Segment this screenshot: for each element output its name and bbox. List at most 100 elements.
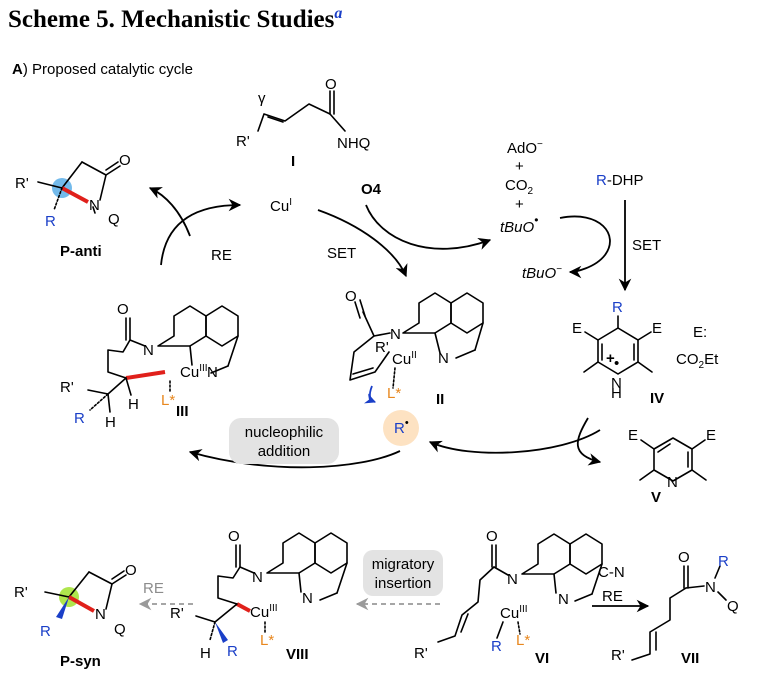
svg-text:R: R: [40, 623, 51, 640]
svg-text:H: H: [105, 414, 116, 431]
svg-text:N: N: [390, 326, 401, 343]
svg-text:R': R': [375, 339, 389, 356]
intermediate-II: O N N R' CuII L* II: [345, 288, 484, 408]
svg-text:L*: L*: [387, 385, 401, 402]
svg-text:N: N: [89, 197, 100, 214]
svg-text:L*: L*: [260, 632, 274, 649]
svg-text:+: +: [606, 350, 615, 367]
svg-text:H: H: [128, 396, 139, 413]
svg-text:Q: Q: [114, 621, 126, 638]
svg-text:R: R: [74, 410, 85, 427]
svg-text:tBuO−: tBuO−: [522, 264, 562, 282]
svg-text:Q: Q: [108, 211, 120, 228]
svg-text:N: N: [667, 474, 678, 491]
svg-text:N: N: [302, 590, 313, 607]
svg-text:NHQ: NHQ: [337, 135, 370, 152]
intermediate-III: O N CuIII N R' R H H L* III: [60, 301, 239, 431]
arrow-III-to-Cu: [160, 198, 242, 266]
product-P-syn: R' R O N Q P-syn: [14, 562, 137, 670]
re-bottom-label: RE: [602, 588, 623, 605]
svg-text:CuIII: CuIII: [180, 363, 208, 381]
svg-text:E: E: [706, 427, 716, 444]
intermediate-VIII: O N CuIII N R' H R L* VIII: [170, 528, 348, 663]
svg-text:AdO−: AdO−: [507, 139, 543, 157]
oxidant-o4: O4: [361, 181, 382, 198]
svg-text:CuII: CuII: [392, 350, 417, 368]
svg-text:N: N: [558, 591, 569, 608]
svg-text:nucleophilic: nucleophilic: [245, 424, 324, 441]
svg-text:CuIII: CuIII: [500, 604, 528, 622]
svg-text:O: O: [125, 562, 137, 579]
svg-text:N: N: [438, 350, 449, 367]
section-title: A) Proposed catalytic cycle: [12, 61, 193, 78]
svg-text:R: R: [227, 643, 238, 660]
svg-text:migratory: migratory: [372, 556, 435, 573]
svg-text:O: O: [678, 549, 690, 566]
svg-text:+: +: [515, 196, 524, 213]
re-gray-label: RE: [143, 580, 164, 597]
arrow-IV-to-V: [576, 417, 602, 466]
svg-text:R: R: [491, 638, 502, 655]
set-left-label: SET: [327, 245, 356, 262]
svg-text:P-anti: P-anti: [60, 243, 102, 260]
svg-text:CO2Et: CO2Et: [676, 351, 719, 371]
svg-text:CO2: CO2: [505, 177, 534, 197]
svg-text:R': R': [60, 379, 74, 396]
set-right-label: SET: [632, 237, 661, 254]
svg-text:III: III: [176, 403, 189, 420]
svg-text:R•: R•: [394, 417, 409, 437]
svg-text:V: V: [651, 489, 661, 506]
arrow-radical-release: [428, 429, 601, 454]
svg-text:tBuO•: tBuO•: [500, 213, 538, 236]
svg-text:R': R': [611, 647, 625, 664]
svg-text:•: •: [614, 355, 619, 372]
cn-label: C-N: [598, 564, 625, 581]
svg-text:O: O: [228, 528, 240, 545]
intermediate-VI: O N CuIII N R L* R' VI: [414, 528, 603, 667]
svg-text:H: H: [200, 645, 211, 662]
svg-text:H: H: [611, 385, 622, 402]
svg-text:L*: L*: [161, 392, 175, 409]
intermediate-V: E E N V: [628, 427, 716, 506]
product-VII: O N R Q R' VII: [611, 549, 739, 667]
scheme-title: Scheme 5. Mechanistic Studiesa: [8, 5, 342, 33]
nucleophilic-addition-box: nucleophilic addition: [229, 418, 339, 464]
svg-text:P-syn: P-syn: [60, 653, 101, 670]
svg-text:CuIII: CuIII: [250, 603, 278, 621]
svg-text:O: O: [345, 288, 357, 305]
arrow-RE-to-P-anti: [148, 187, 191, 237]
svg-text:addition: addition: [258, 443, 311, 460]
svg-text:N: N: [507, 571, 518, 588]
arrow-nucleophilic: [188, 449, 401, 469]
svg-text:N: N: [207, 364, 218, 381]
svg-text:VIII: VIII: [286, 646, 309, 663]
intermediate-IV: R E E + • N H IV E: CO2Et: [572, 299, 719, 407]
svg-text:O: O: [117, 301, 129, 318]
svg-text:R': R': [236, 133, 250, 150]
oxidant-products: AdO− + CO2 + tBuO• tBuO−: [500, 139, 562, 282]
radical-R: R•: [383, 410, 419, 446]
svg-text:+: +: [515, 158, 524, 175]
svg-text:N: N: [611, 375, 622, 392]
svg-text:N: N: [143, 342, 154, 359]
svg-text:γ: γ: [258, 90, 266, 107]
svg-text:VII: VII: [681, 650, 699, 667]
arrow-Cu-to-II: [317, 209, 408, 278]
svg-text:VI: VI: [535, 650, 549, 667]
substrate-I: γ γ O R' NHQ I: [236, 76, 370, 170]
svg-text:O: O: [325, 76, 337, 93]
svg-text:N: N: [252, 569, 263, 586]
re-label: RE: [211, 247, 232, 264]
r-dhp-label: R-DHP: [596, 172, 644, 189]
svg-text:E: E: [572, 320, 582, 337]
arrow-tBuO-to-anion: [559, 215, 611, 279]
migratory-insertion-box: migratory insertion: [363, 550, 443, 596]
svg-text:Q: Q: [727, 598, 739, 615]
svg-text:O: O: [119, 152, 131, 169]
svg-text:N: N: [95, 606, 106, 623]
svg-text:N: N: [705, 579, 716, 596]
svg-text:R': R': [414, 645, 428, 662]
svg-text:L*: L*: [516, 632, 530, 649]
svg-text:I: I: [291, 153, 295, 170]
